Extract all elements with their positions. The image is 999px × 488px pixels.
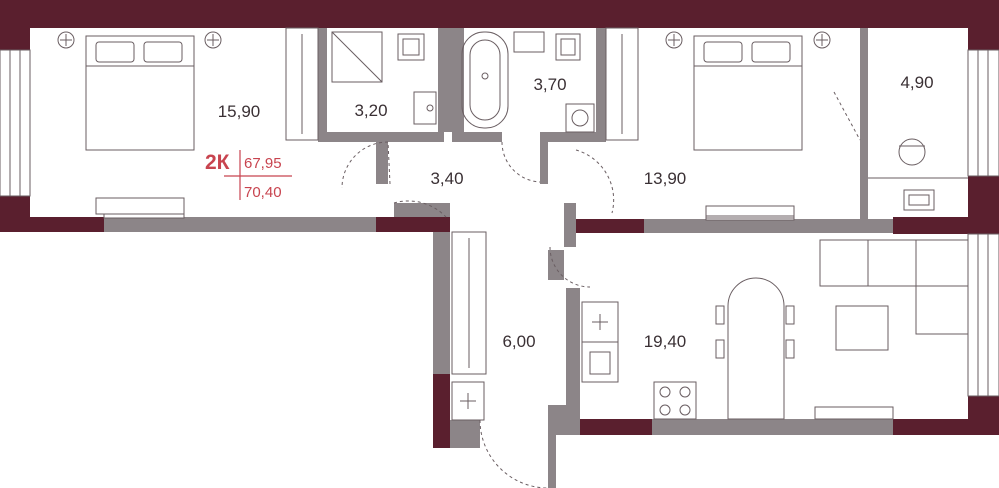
apartment-badge: 2К 67,95 70,40: [205, 150, 292, 201]
bathroom-fixtures: [461, 31, 595, 133]
bedroom-2-furniture: [605, 27, 831, 219]
area-label-bathroom: 3,70: [533, 75, 566, 94]
area-label-entrance-hall: 6,00: [502, 332, 535, 351]
bedroom-1-furniture: [57, 27, 319, 215]
area-label-shower-room: 3,20: [354, 101, 387, 120]
loggia-furniture: [868, 138, 968, 211]
entrance-hall-furniture: [451, 231, 487, 421]
interior-walls: [104, 28, 893, 488]
area-label-kitchen-living: 19,40: [644, 332, 687, 351]
area-label-bedroom-1: 15,90: [218, 102, 261, 121]
area-label-loggia: 4,90: [900, 73, 933, 92]
living-area-value: 67,95: [244, 155, 282, 172]
shower-room-fixtures: [331, 31, 437, 125]
area-label-bedroom-2: 13,90: [644, 169, 687, 188]
doors: [341, 91, 861, 488]
area-label-hallway: 3,40: [430, 169, 463, 188]
exterior-walls: [0, 0, 999, 448]
kitchen-living-furniture: [581, 239, 969, 420]
total-area-value: 70,40: [244, 184, 282, 201]
apartment-type: 2К: [205, 151, 230, 174]
